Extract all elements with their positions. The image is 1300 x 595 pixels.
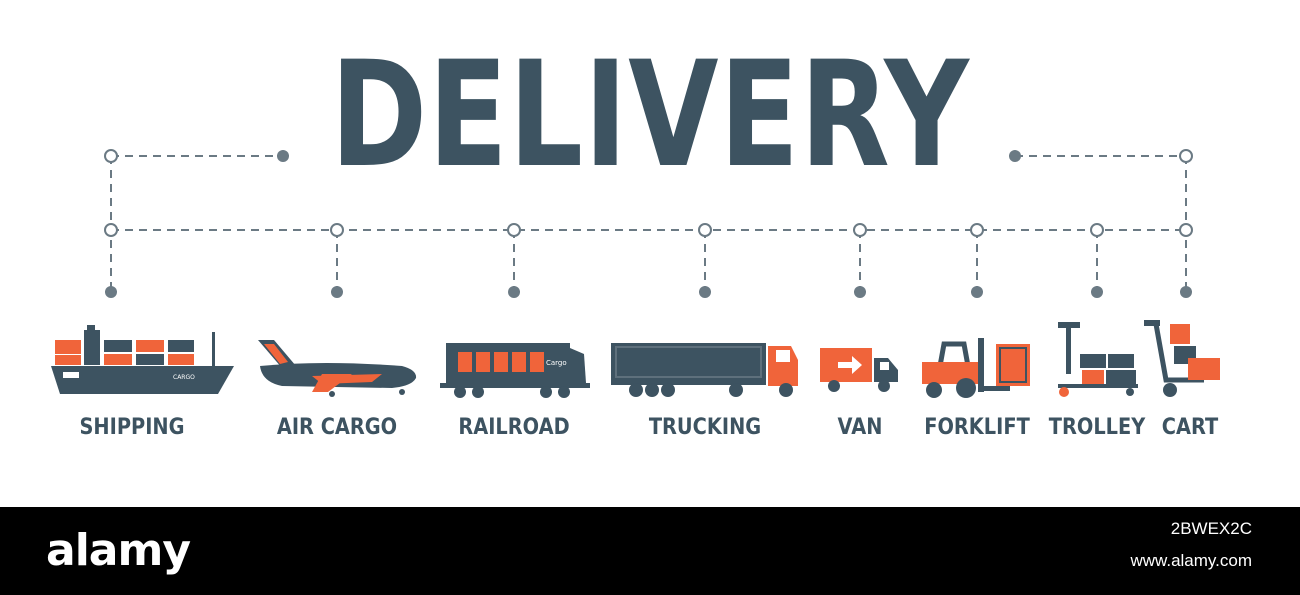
label-forklift: FORKLIFT — [924, 415, 1030, 440]
node-open — [698, 223, 712, 237]
node-open — [507, 223, 521, 237]
label-van: VAN — [837, 415, 883, 440]
brand-logo: alamy — [46, 525, 191, 576]
ship-name-text: CARGO — [173, 374, 195, 381]
semi-truck-icon — [611, 343, 798, 397]
forklift-icon — [922, 338, 1030, 398]
node-open — [970, 223, 984, 237]
node-filled — [105, 286, 117, 298]
label-railroad: RAILROAD — [458, 415, 570, 440]
node-filled — [854, 286, 866, 298]
node-filled — [277, 150, 289, 162]
label-air-cargo: AIR CARGO — [276, 415, 398, 440]
stock-id: 2BWEX2C — [1170, 519, 1252, 538]
pallet-trolley-icon — [1058, 322, 1138, 397]
banner-canvas: DELIVERY CARGO Cargo — [51, 30, 1220, 440]
locomotive-name-text: Cargo — [546, 359, 567, 367]
site-url: www.alamy.com — [1130, 551, 1252, 570]
node-filled — [331, 286, 343, 298]
node-filled — [971, 286, 983, 298]
delivery-van-icon — [820, 348, 898, 392]
node-filled — [508, 286, 520, 298]
node-filled — [699, 286, 711, 298]
watermark-footer: alamy 2BWEX2C www.alamy.com — [0, 507, 1300, 595]
hand-cart-icon — [1144, 320, 1220, 397]
locomotive-icon: Cargo — [440, 343, 590, 398]
node-open — [104, 149, 118, 163]
node-open — [330, 223, 344, 237]
node-open — [1179, 149, 1193, 163]
cargo-ship-icon: CARGO — [51, 325, 234, 394]
node-open — [104, 223, 118, 237]
connector-diagram — [104, 149, 1193, 298]
node-filled — [1180, 286, 1192, 298]
node-open — [1090, 223, 1104, 237]
node-open — [1179, 223, 1193, 237]
label-shipping: SHIPPING — [79, 415, 185, 440]
cargo-plane-icon — [258, 340, 417, 397]
node-open — [853, 223, 867, 237]
node-filled — [1009, 150, 1021, 162]
label-cart: CART — [1161, 415, 1219, 440]
page-title: DELIVERY — [330, 30, 970, 200]
label-trolley: TROLLEY — [1048, 415, 1146, 440]
label-trucking: TRUCKING — [648, 415, 762, 440]
node-filled — [1091, 286, 1103, 298]
